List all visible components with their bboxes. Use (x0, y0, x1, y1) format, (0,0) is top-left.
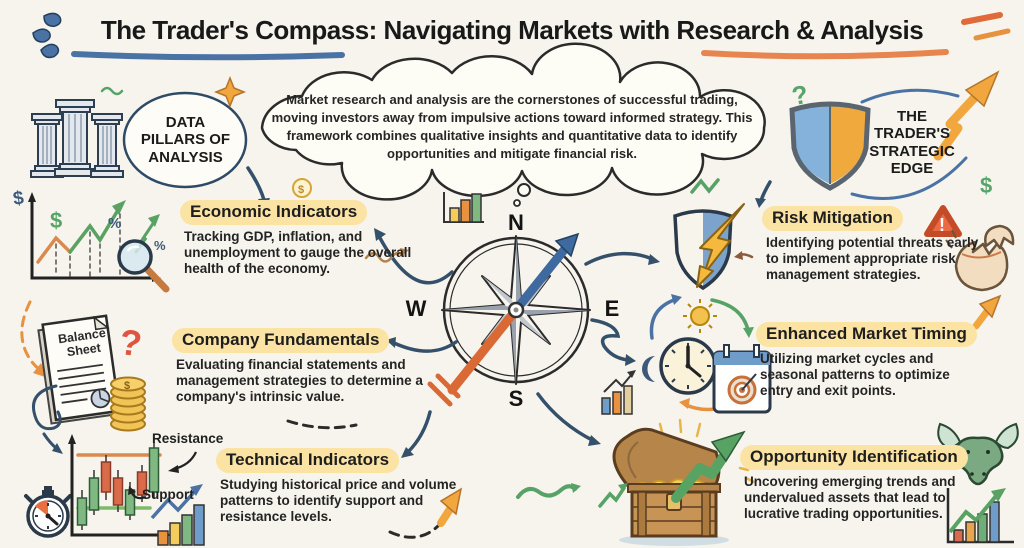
compass-west-label: W (405, 296, 427, 321)
compass-icon (427, 232, 591, 407)
star-icon (213, 75, 247, 109)
title-flourish-right-icon (961, 12, 1011, 41)
section-body-risk-mitigation: Identifying potential threats early to i… (766, 235, 979, 282)
section-title-technical-indicators: Technical Indicators (216, 448, 400, 473)
growth-bar-chart-icon (946, 488, 1014, 544)
section-risk-mitigation: Risk Mitigation Identifying potential th… (762, 206, 988, 283)
treasure-chest-icon (612, 418, 729, 546)
compass-east-label: E (604, 296, 620, 321)
swirl-arrow-icon (31, 384, 63, 454)
section-enhanced-market-timing: Enhanced Market Timing Utilizing market … (756, 322, 977, 399)
dollar-green-icon: $ (980, 173, 992, 198)
strategic-shield-icon (789, 101, 871, 191)
section-opportunity-identification: Opportunity Identification Uncovering em… (740, 445, 979, 522)
calendar-target-icon (712, 344, 772, 414)
section-body-economic-indicators: Tracking GDP, inflation, and unemploymen… (184, 229, 412, 276)
mini-bar-chart-icon (443, 192, 484, 223)
badge-strategic-edge: THE TRADER'S STRATEGIC EDGE (869, 108, 955, 177)
clock-icon (659, 337, 717, 395)
brown-squiggle-arrow-icon (364, 248, 754, 263)
section-title-economic-indicators: Economic Indicators (180, 200, 368, 225)
economic-chart-icon: $ $ % % (12, 188, 166, 282)
section-technical-indicators: Technical Indicators Studying historical… (216, 448, 488, 525)
question-mark-icon: ? (117, 321, 144, 365)
compass-needle (427, 232, 580, 407)
coin-icon: $ (292, 178, 312, 198)
question-mark-green-icon: ? (790, 79, 811, 111)
dashed-orange-arrow-icon (388, 487, 463, 539)
green-squiggle-arrow-icon (516, 483, 581, 499)
percent-icon: % (108, 215, 121, 232)
orange-arrow-small-icon (972, 294, 1002, 330)
title-underline-orange (701, 49, 949, 60)
badge-data-pillars: DATA PILLARS OF ANALYSIS (140, 114, 231, 166)
section-body-opportunity-identification: Uncovering emerging trends and undervalu… (744, 474, 956, 521)
section-title-risk-mitigation: Risk Mitigation (762, 206, 903, 231)
page-title: The Trader's Compass: Navigating Markets… (100, 15, 924, 45)
section-body-company-fundamentals: Evaluating financial statements and mana… (176, 357, 423, 404)
dollar-icon: $ (124, 380, 130, 392)
dashed-connector (286, 419, 358, 430)
section-title-enhanced-market-timing: Enhanced Market Timing (756, 322, 977, 347)
warning-triangle-icon: ! (924, 205, 962, 237)
title-underline-blue (71, 51, 345, 61)
percent-icon: % (154, 238, 166, 253)
title-flourish-left-teardrops-icon (32, 12, 62, 59)
stopwatch-icon (24, 486, 72, 538)
intro-cloud-text: Market research and analysis are the cor… (271, 92, 753, 161)
support-label: Support (142, 487, 194, 502)
section-body-technical-indicators: Studying historical price and volume pat… (220, 477, 457, 524)
section-body-enhanced-market-timing: Utilizing market cycles and seasonal pat… (760, 351, 950, 398)
badge-arc-bottom (850, 156, 968, 200)
green-squiggle-small-icon (100, 86, 124, 96)
compass-south-label: S (508, 386, 524, 411)
dollar-icon: $ (12, 188, 26, 210)
balance-sheet-icon (37, 314, 121, 425)
svg-text:!: ! (939, 215, 945, 235)
sun-icon (683, 299, 717, 333)
green-rising-arrow-icon (671, 430, 756, 503)
shield-lightning-icon (673, 203, 745, 291)
mini-bar-chart-se-icon (601, 370, 636, 415)
dollar-icon: $ (50, 208, 62, 233)
green-zigzag-chest-icon (598, 483, 628, 508)
svg-text:$: $ (298, 184, 304, 196)
section-title-opportunity-identification: Opportunity Identification (740, 445, 968, 470)
section-economic-indicators: Economic Indicators Tracking GDP, inflat… (180, 200, 412, 277)
magnifying-glass-icon (117, 239, 170, 293)
pillars-icon (30, 99, 124, 178)
volume-bar-chart-icon (150, 484, 205, 546)
resistance-label: Resistance (152, 431, 224, 446)
section-title-company-fundamentals: Company Fundamentals (172, 328, 390, 353)
candlestick-chart-icon (68, 434, 197, 539)
section-company-fundamentals: Company Fundamentals Evaluating financia… (172, 328, 454, 405)
compass-north-label: N (508, 210, 524, 235)
coin-stack-icon: $ (110, 376, 146, 432)
bull-icon (937, 422, 1019, 486)
green-zigzag-icon (690, 178, 720, 194)
cracked-egg-icon (945, 224, 1015, 292)
orange-growth-arrow-icon (933, 70, 1000, 161)
badge-arc-top (860, 88, 960, 104)
data-pillars-oval (122, 91, 248, 189)
thought-cloud-icon (260, 42, 766, 207)
moon-icon (642, 356, 655, 382)
